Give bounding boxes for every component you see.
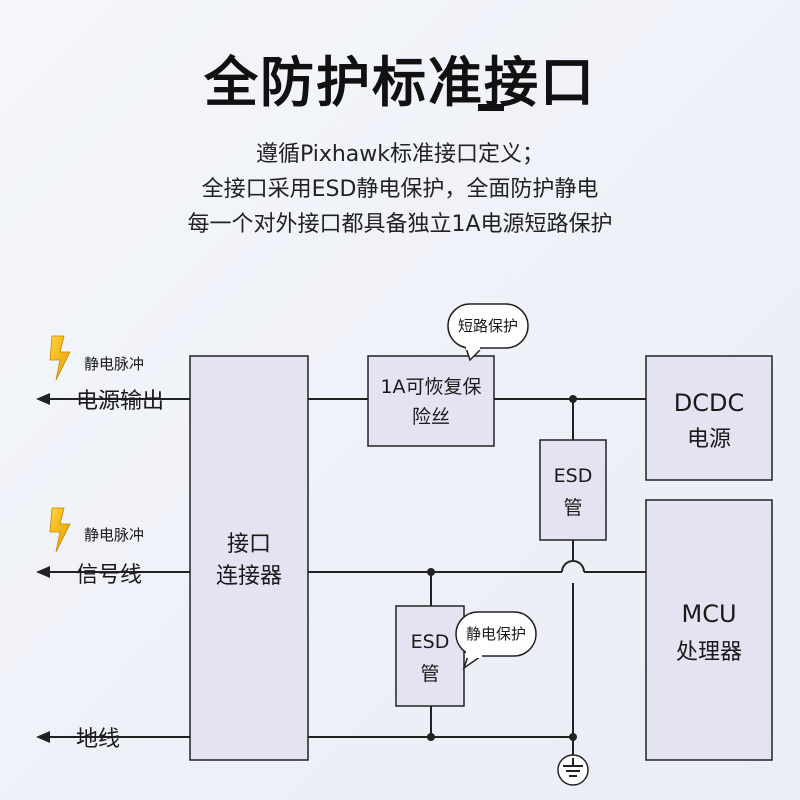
junction-ground-esd <box>427 733 435 741</box>
pulse-label-signal: 静电脉冲 <box>84 526 144 544</box>
port-label-ground: 地线 <box>76 727 120 752</box>
port-label-power-out: 电源输出 <box>76 389 164 414</box>
mcu-label-1: MCU <box>681 600 736 628</box>
esd-lower-label-1: ESD <box>411 631 450 653</box>
fuse-label-1: 1A可恢复保 <box>380 376 481 398</box>
fuse-bubble-text: 短路保护 <box>458 317 518 335</box>
arrow-ground <box>36 731 50 743</box>
mcu-label-2: 处理器 <box>676 640 742 665</box>
mcu-block <box>645 499 773 761</box>
esd-upper-label-2: 管 <box>563 497 582 519</box>
subtitle-line-1: 遵循Pixhawk标准接口定义； <box>255 142 545 167</box>
connector-block <box>189 355 309 761</box>
esd-lower-label-2: 管 <box>420 663 439 685</box>
esd-bubble <box>455 611 537 670</box>
connector-label-2: 连接器 <box>216 564 282 589</box>
pulse-label-power: 静电脉冲 <box>84 355 144 373</box>
subtitle-line-3: 每一个对外接口都具备独立1A电源短路保护 <box>187 212 613 237</box>
blocks <box>189 355 773 761</box>
esd-bubble-text: 静电保护 <box>466 625 526 643</box>
page-title: 全防护标准接口 <box>204 51 596 114</box>
junction-signal <box>427 568 435 576</box>
lightning-icon-power <box>49 335 71 381</box>
port-arrows <box>36 393 50 743</box>
esd-lower-block <box>395 605 465 707</box>
dcdc-label-2: 电源 <box>687 427 731 452</box>
junction-ground-rail <box>569 733 577 741</box>
title-accent-bar <box>478 104 504 111</box>
connector-label-1: 接口 <box>227 532 271 557</box>
esd-upper-label-1: ESD <box>554 465 593 487</box>
arrow-signal <box>36 566 50 578</box>
junction-power <box>569 395 577 403</box>
port-label-signal: 信号线 <box>76 563 142 588</box>
esd-upper-block <box>539 439 607 541</box>
wires <box>48 398 646 758</box>
arrow-power-out <box>36 393 50 405</box>
wire-crossover-hop <box>561 560 585 573</box>
ground-symbol-icon <box>557 754 589 786</box>
subtitle-line-2: 全接口采用ESD静电保护，全面防护静电 <box>201 177 599 202</box>
fuse-bubble <box>447 303 529 362</box>
dcdc-block <box>645 355 773 481</box>
dcdc-label-1: DCDC <box>674 389 744 417</box>
junctions <box>427 395 577 741</box>
fuse-label-2: 险丝 <box>412 406 450 428</box>
lightning-icon-signal <box>49 507 71 553</box>
fuse-block <box>367 355 495 447</box>
